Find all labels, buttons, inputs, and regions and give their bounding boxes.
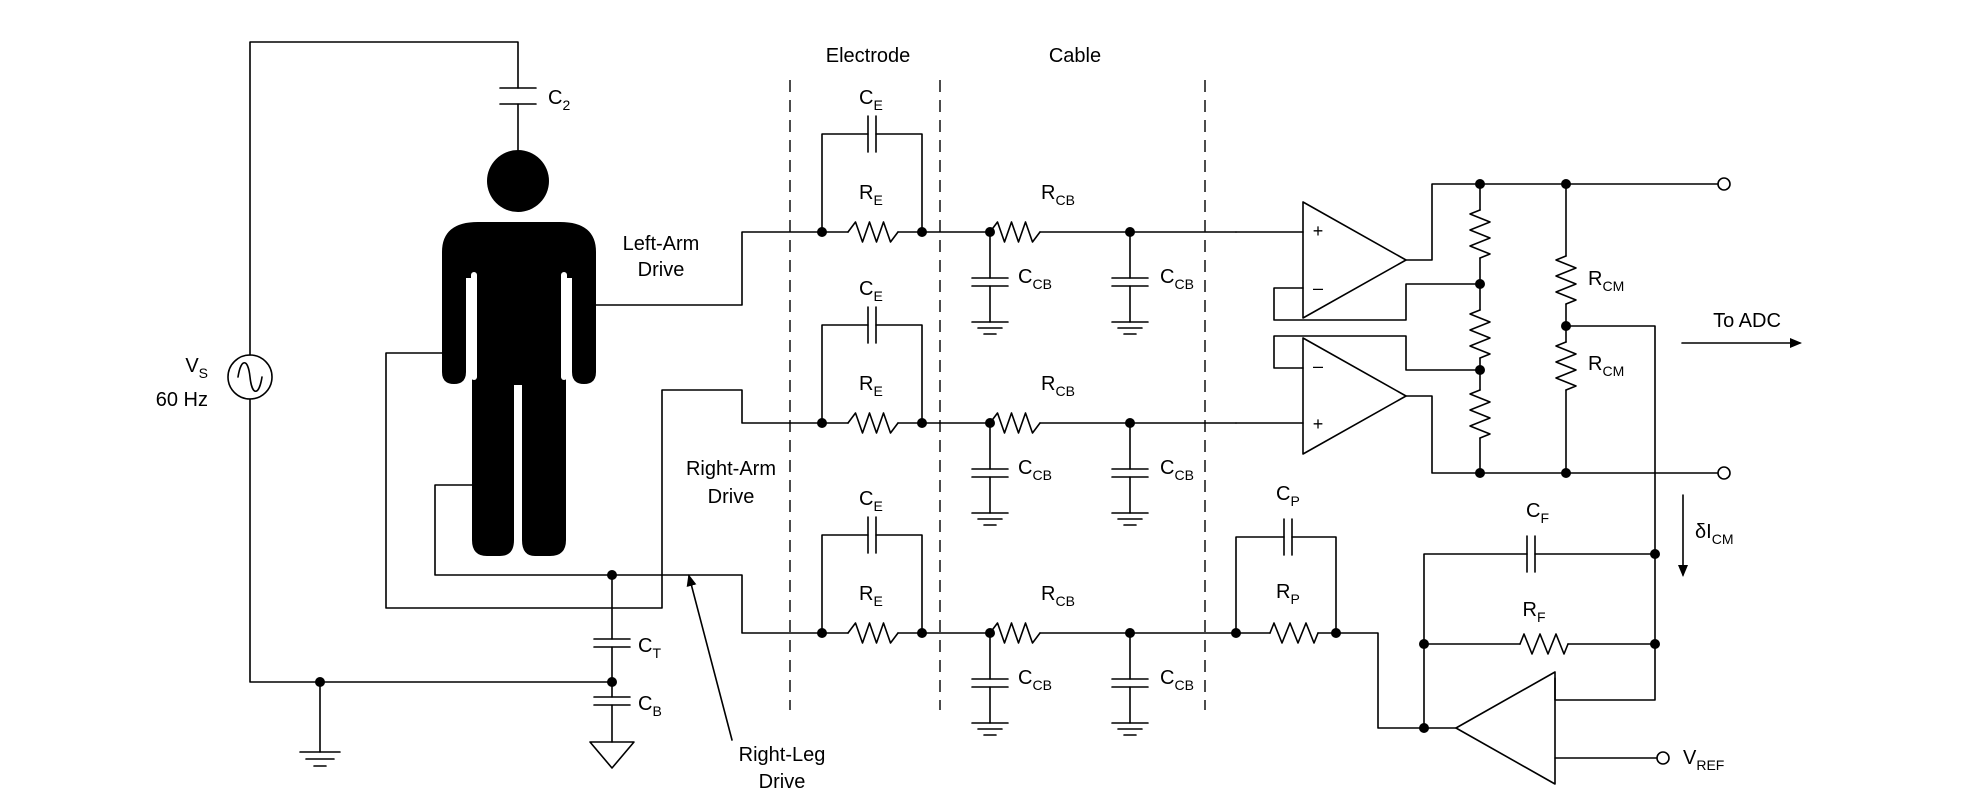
op1-minus-sign: – xyxy=(1313,278,1323,298)
op2-minus-sign: – xyxy=(1313,356,1323,376)
section-label-electrode: Electrode xyxy=(826,45,911,67)
rf-label: RF xyxy=(1522,599,1545,625)
channel-2-re-label: RE xyxy=(859,373,883,399)
body-junction-dots xyxy=(315,570,617,687)
channel-3-junction-dot xyxy=(985,628,995,638)
right-leg-pointer-arrow xyxy=(686,574,733,741)
body-ground-triangle xyxy=(589,741,635,769)
channel-1-ce-label: CE xyxy=(859,87,883,113)
cp-label: CP xyxy=(1276,483,1300,509)
rp-label: RP xyxy=(1276,581,1300,607)
channel-3-junction-dot xyxy=(917,628,927,638)
amplifier-junction-dots xyxy=(1475,179,1571,478)
ct-label: CT xyxy=(638,635,661,661)
op2-plus-sign: + xyxy=(1313,414,1324,434)
vs-frequency-label: 60 Hz xyxy=(156,389,208,411)
channel-1-ccb-label-2: CCB xyxy=(1160,266,1194,292)
vref-label: VREF xyxy=(1683,747,1724,773)
channel-1-ce-wire-right xyxy=(875,133,923,233)
rcm-label-top: RCM xyxy=(1588,268,1624,294)
output-terminals xyxy=(1717,177,1731,480)
icm-label: δICM xyxy=(1695,521,1733,547)
channel-2-rcb-label: RCB xyxy=(1041,373,1075,399)
ac-voltage-source xyxy=(227,354,273,400)
body-coupling-wires xyxy=(249,41,823,753)
channel-1-ccb-label-1: CCB xyxy=(1018,266,1052,292)
capacitor-c2 xyxy=(499,87,537,105)
channel-1-rcb-resistor xyxy=(989,221,1041,243)
vs-label: VS xyxy=(185,355,208,381)
op1-plus-sign: + xyxy=(1313,221,1324,241)
channel-3-re-resistor xyxy=(847,622,899,644)
channel-2-re-resistor xyxy=(847,412,899,434)
channel-3-re-label: RE xyxy=(859,583,883,609)
channel-1-junction-dot xyxy=(917,227,927,237)
channel-2-junction-dot xyxy=(917,418,927,428)
channel-3-ccb-label-1: CCB xyxy=(1018,667,1052,693)
right-leg-drive-amplifier xyxy=(1231,518,1670,785)
instrumentation-amplifier-wiring xyxy=(1273,183,1719,701)
channel-3-junction-dot xyxy=(817,628,827,638)
channel-1-re-label: RE xyxy=(859,182,883,208)
channel-1-rcb-label: RCB xyxy=(1041,182,1075,208)
channel-1-junction-dot xyxy=(985,227,995,237)
cf-label: CF xyxy=(1526,500,1549,526)
channel-1-re-resistor xyxy=(847,221,899,243)
ladder-resistors xyxy=(1469,209,1491,439)
capacitor-cb xyxy=(593,696,631,706)
channel-3-ce-wire-left xyxy=(821,534,869,634)
channel-1-ce-wire-left xyxy=(821,133,869,233)
channel-3-rcb-resistor xyxy=(989,622,1041,644)
channel-3-junction-dot xyxy=(1125,628,1135,638)
section-dividers xyxy=(789,80,1206,710)
channel-2-junction-dot xyxy=(1125,418,1135,428)
channel-3-ccb-label-2: CCB xyxy=(1160,667,1194,693)
earth-ground-symbol xyxy=(299,751,341,767)
channel-1-junction-dot xyxy=(817,227,827,237)
channel-2-ce-wire-right xyxy=(875,324,923,424)
rcm-resistors xyxy=(1555,255,1577,391)
channel-3-ce-wire-right xyxy=(875,534,923,634)
channel-2-rcb-resistor xyxy=(989,412,1041,434)
channel-2-ce-wire-left xyxy=(821,324,869,424)
channel-1-junction-dot xyxy=(1125,227,1135,237)
cb-label: CB xyxy=(638,693,662,719)
section-label-cable: Cable xyxy=(1049,45,1101,67)
c2-label: C2 xyxy=(548,87,570,113)
channel-2-ccb-label-1: CCB xyxy=(1018,457,1052,483)
rcm-label-bottom: RCM xyxy=(1588,353,1624,379)
human-body-figure xyxy=(442,150,596,556)
channel-2-junction-dot xyxy=(985,418,995,428)
channel-2-ccb-label-2: CCB xyxy=(1160,457,1194,483)
channel-2-junction-dot xyxy=(817,418,827,428)
electrode-cable-channels: CE RE RCB CCB CCB CE RE RCB CCB CCB CE RE RCB CCB CCB xyxy=(817,87,1304,736)
channel-3-rcb-label: RCB xyxy=(1041,583,1075,609)
channel-3-ce-label: CE xyxy=(859,488,883,514)
to-adc-label: To ADC xyxy=(1713,310,1781,332)
capacitor-ct xyxy=(593,638,631,648)
channel-2-ce-label: CE xyxy=(859,278,883,304)
